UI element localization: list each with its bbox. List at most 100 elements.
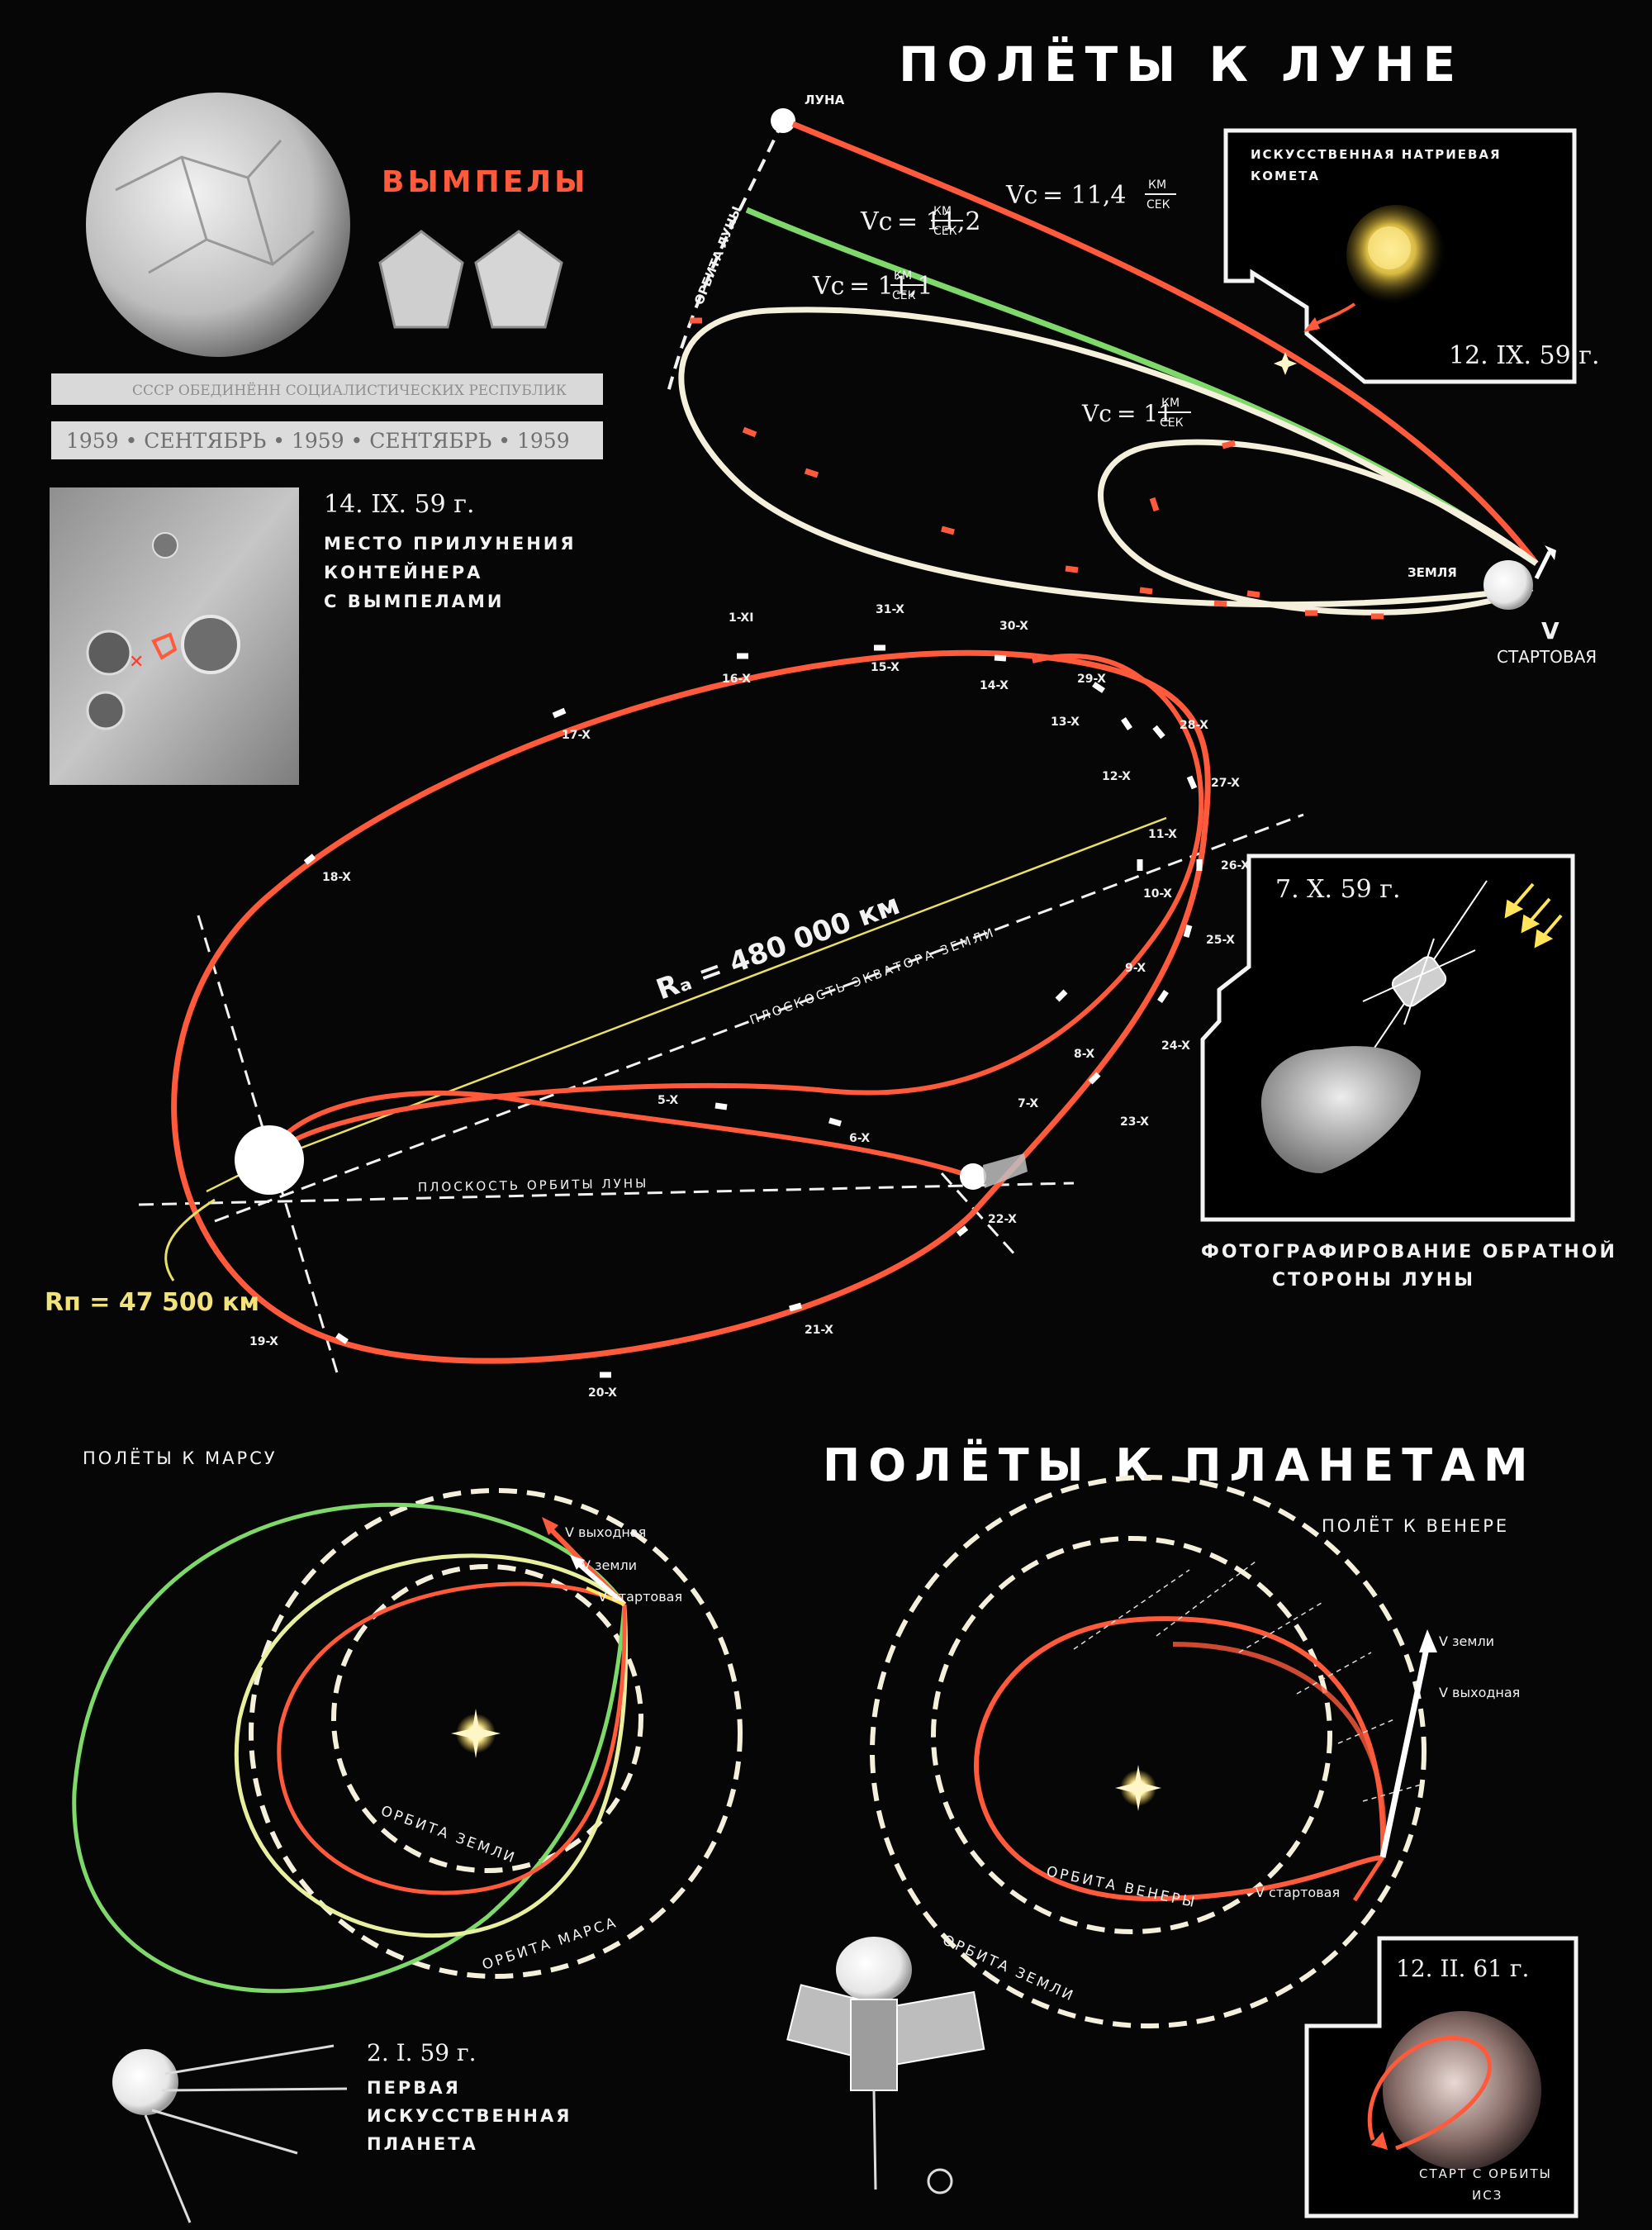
- svg-text:КМ: КМ: [1148, 178, 1166, 192]
- venus-title: ПОЛЁТ К ВЕНЕРЕ: [1322, 1515, 1509, 1536]
- svg-text:14-X: 14-X: [980, 679, 1009, 692]
- pennant-strip-bottom-text: 1959 • СЕНТЯБРЬ • 1959 • СЕНТЯБРЬ • 1959: [66, 429, 570, 453]
- svg-text:20-X: 20-X: [588, 1386, 617, 1400]
- venus-start-caption-line-1: СТАРТ С ОРБИТЫ: [1419, 2166, 1552, 2181]
- earth-photo-globe: [1383, 2011, 1541, 2170]
- start-velocity-v: V: [1541, 617, 1559, 644]
- earth-label: ЗЕМЛЯ: [1408, 565, 1457, 580]
- venus-orbit: [931, 1536, 1332, 1934]
- mars-caption-line-3: ПЛАНЕТА: [367, 2134, 478, 2154]
- node-line: [940, 1172, 1018, 1258]
- perigee-label: Rп = 47 500 км: [45, 1288, 259, 1317]
- apogee-label: Rₐ = 480 000 км: [652, 888, 904, 1007]
- velocity-label-11: Vc = 11 КМ СЕК: [1081, 397, 1191, 430]
- svg-text:5-X: 5-X: [657, 1094, 678, 1107]
- pennant-pattern: [115, 140, 315, 274]
- svg-text:КМ: КМ: [894, 269, 912, 283]
- velocity-label-11-1: Vc = 11,1 КМ СЕК: [812, 269, 933, 302]
- sun-venus-diagram: [1115, 1765, 1161, 1811]
- trajectory-11-4: [791, 121, 1539, 566]
- trajectory-11-1: [678, 307, 1538, 608]
- landing-caption-line-2: КОНТЕЙНЕРА: [324, 562, 482, 582]
- sunlight-arrows: [1504, 882, 1563, 949]
- pennants-title: ВЫМПЕЛЫ: [382, 165, 589, 199]
- venus-velocity-arrows: [1352, 1629, 1437, 1902]
- svg-text:СЕК: СЕК: [933, 225, 957, 238]
- svg-text:СЕК: СЕК: [892, 289, 916, 302]
- svg-text:30-X: 30-X: [999, 620, 1028, 633]
- planets-title: ПОЛЁТЫ К ПЛАНЕТАМ: [823, 1439, 1536, 1491]
- comet-caption-line-2: КОМЕТА: [1251, 169, 1320, 183]
- far-side-photo-date: 7. X. 59 г.: [1275, 875, 1401, 904]
- svg-text:21-X: 21-X: [805, 1324, 833, 1337]
- earth-orbit-mars-diagram: [331, 1564, 643, 1873]
- parking-orbit-arrow: [1371, 2132, 1388, 2150]
- luna-3-probe: [1362, 880, 1488, 1063]
- mars-transfer-trajectory-green: [72, 1502, 627, 1994]
- landing-marker: [151, 632, 178, 660]
- apogee-radius-line: [268, 816, 1167, 1162]
- trajectory-time-marks: [690, 317, 1384, 620]
- venus-transfer-trajectory-outer: [1172, 1642, 1387, 1858]
- svg-text:16-X: 16-X: [722, 673, 751, 686]
- venus-start-date: 12. II. 61 г.: [1396, 1955, 1529, 1982]
- comet-pointer-head: [1303, 317, 1320, 332]
- svg-text:25-X: 25-X: [1206, 934, 1235, 947]
- crater: [86, 691, 126, 730]
- moon-body: [771, 108, 795, 133]
- mars-orbit: [249, 1488, 743, 1979]
- mars-caption-line-2: ИСКУССТВЕННАЯ: [367, 2106, 572, 2126]
- planets-section: ПОЛЁТЫ К ПЛАНЕТАМ ПОЛЁТЫ К МАРСУ V выход…: [72, 1439, 1578, 2223]
- svg-text:19-X: 19-X: [249, 1335, 278, 1348]
- far-side-caption-line-1: ФОТОГРАФИРОВАНИЕ ОБРАТНОЙ: [1201, 1241, 1617, 1262]
- circumlunar-trajectory-outer: [171, 649, 1211, 1364]
- svg-text:22-X: 22-X: [988, 1213, 1017, 1226]
- moon-orbit-plane-label: ПЛОСКОСТЬ ОРБИТЫ ЛУНЫ: [418, 1176, 649, 1195]
- svg-text:13-X: 13-X: [1051, 716, 1080, 729]
- svg-text:27-X: 27-X: [1211, 777, 1240, 790]
- trajectory-11: [1098, 439, 1539, 616]
- svg-text:1-XI: 1-XI: [729, 611, 753, 625]
- moon-globe-circumlunar: [960, 1163, 986, 1190]
- orbit-date-ticks: [303, 644, 1203, 1378]
- start-velocity-label: СТАРТОВАЯ: [1497, 647, 1597, 667]
- landing-site-photo: [50, 487, 299, 785]
- svg-text:СЕК: СЕК: [1146, 198, 1170, 212]
- pennants-section: ВЫМПЕЛЫ СССР ОБЕДИНЁНН СОЦИАЛИСТИЧЕСКИХ …: [51, 93, 603, 459]
- earth-orbit-venus-diagram: [870, 1475, 1427, 2028]
- svg-text:29-X: 29-X: [1077, 673, 1106, 686]
- far-side-caption-line-2: СТОРОНЫ ЛУНЫ: [1272, 1270, 1475, 1291]
- pennant-strip-top: [51, 373, 603, 405]
- landing-caption-line-1: МЕСТО ПРИЛУНЕНИЯ: [324, 534, 577, 554]
- svg-text:= 11,2: = 11,2: [897, 207, 980, 236]
- svg-text:12-X: 12-X: [1102, 770, 1131, 783]
- svg-text:15-X: 15-X: [871, 661, 900, 674]
- velocity-label-11-2: Vc = 11,2 КМ СЕК: [860, 205, 980, 238]
- spherical-pennant-image: [86, 93, 350, 357]
- mars-earth-orbit-label: ОРБИТА ЗЕМЛИ: [378, 1803, 519, 1867]
- mars-title: ПОЛЁТЫ К МАРСУ: [83, 1448, 278, 1468]
- earth-globe-circumlunar: [235, 1125, 304, 1195]
- mars-velocity-arrows: [542, 1517, 627, 1607]
- landing-site-section: ✕ 14. IX. 59 г. МЕСТО ПРИЛУНЕНИЯ КОНТЕЙН…: [50, 487, 577, 785]
- mars-date: 2. I. 59 г.: [367, 2039, 477, 2066]
- svg-text:КМ: КМ: [1161, 397, 1180, 410]
- circumlunar-trajectory-inner: [267, 654, 1204, 1179]
- comet-date: 12. IX. 59 г.: [1449, 341, 1600, 370]
- svg-text:10-X: 10-X: [1143, 887, 1172, 901]
- pennant-strip-bottom: [51, 421, 603, 459]
- mars-transfer-trajectory-red: [277, 1581, 627, 1895]
- venus-timing-lines: [1073, 1561, 1422, 1802]
- pennant-strip-top-text: СССР ОБЕДИНЁНН СОЦИАЛИСТИЧЕСКИХ РЕСПУБЛИ…: [132, 382, 567, 399]
- landing-date: 14. IX. 59 г.: [324, 490, 475, 519]
- moon-shadow-beam: [983, 1153, 1028, 1188]
- svg-text:КМ: КМ: [933, 205, 952, 218]
- svg-text:23-X: 23-X: [1120, 1115, 1149, 1129]
- pentagon-pennant-2: [474, 230, 563, 329]
- svg-text:7-X: 7-X: [1018, 1097, 1038, 1110]
- svg-text:24-X: 24-X: [1161, 1039, 1190, 1053]
- far-side-moon-image: [1260, 1046, 1421, 1173]
- arrow-head: [1545, 545, 1556, 560]
- svg-text:8-X: 8-X: [1074, 1048, 1094, 1061]
